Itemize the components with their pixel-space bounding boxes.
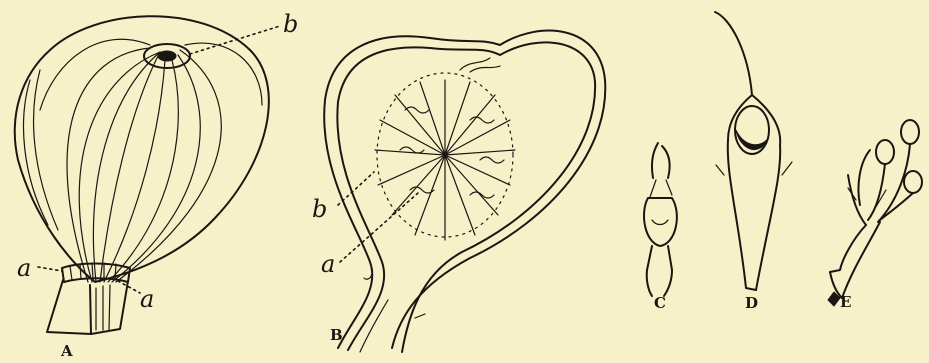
- figure-c-pistil: [644, 143, 677, 296]
- figure-e-flower: [828, 120, 922, 306]
- figure-b-part-b-label: b: [312, 197, 327, 221]
- figure-a-part-a-right-label: a: [140, 287, 154, 311]
- figure-d-pistil: [715, 12, 792, 290]
- figure-d-caption: D: [745, 296, 758, 311]
- figure-a-part-b-label: b: [283, 12, 298, 36]
- figure-a-part-a-left-label: a: [17, 256, 31, 280]
- figure-e-caption: E: [840, 295, 851, 310]
- figure-b-section: [324, 31, 605, 352]
- figure-b-caption: B: [330, 328, 343, 343]
- figure-c-caption: C: [654, 296, 666, 311]
- figure-b-part-a-label: a: [321, 252, 335, 276]
- figure-a-caption: A: [61, 344, 73, 359]
